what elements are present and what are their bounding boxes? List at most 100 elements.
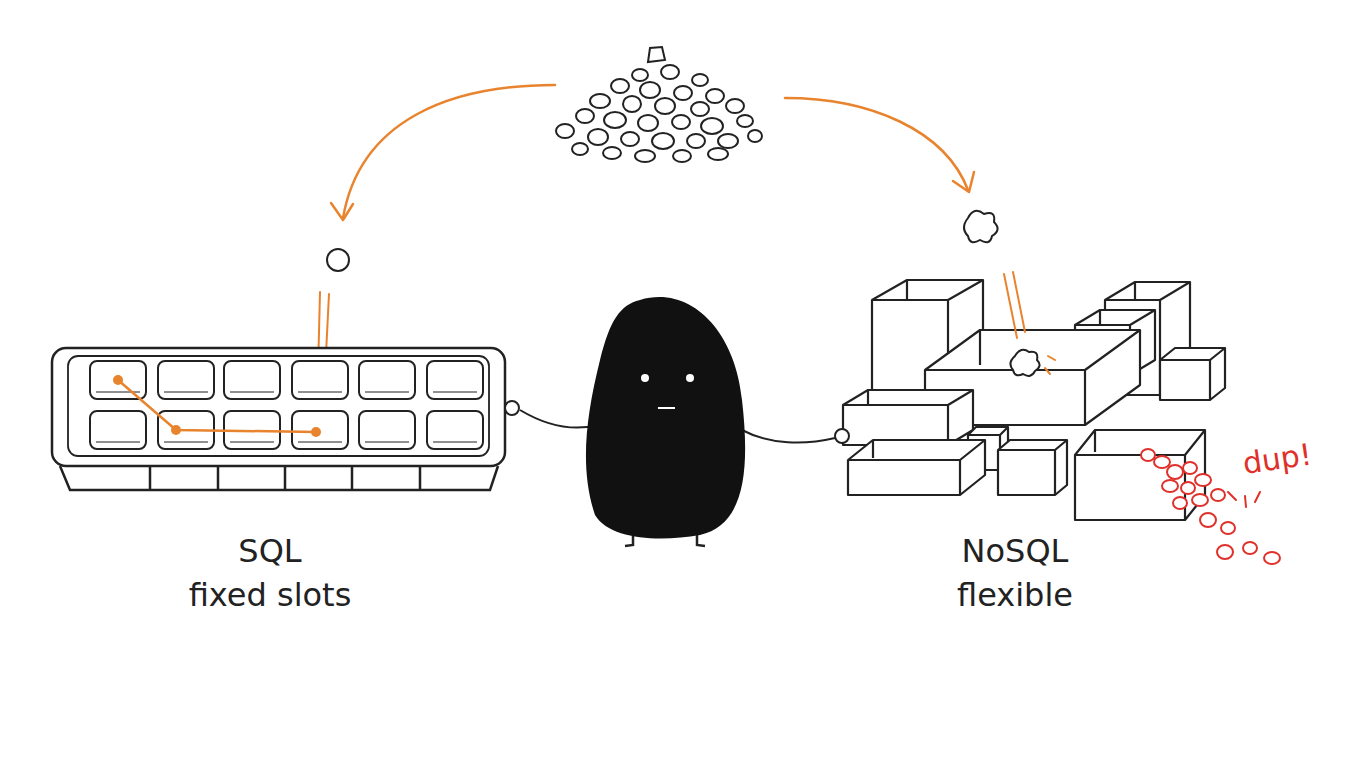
arrowhead — [953, 172, 974, 192]
dup-pebble — [1173, 497, 1187, 509]
pebble — [576, 109, 594, 123]
alert-ticks — [1228, 492, 1260, 507]
motion-line — [1013, 272, 1025, 332]
pebble — [572, 143, 588, 155]
dup-pebble — [1211, 489, 1225, 501]
blob-character — [520, 297, 835, 546]
alert-tick — [1245, 496, 1246, 507]
dup-pebble — [1195, 474, 1211, 486]
tray-slot — [90, 411, 146, 449]
tray-slot — [90, 361, 146, 399]
tray-slot — [359, 361, 415, 399]
pebble — [604, 112, 626, 128]
alert-tick — [1255, 492, 1260, 502]
pebble — [611, 79, 629, 93]
pebble — [674, 86, 692, 100]
pebble — [718, 134, 738, 148]
tray-slot — [224, 361, 280, 399]
pebble — [655, 98, 675, 114]
pebble — [621, 132, 639, 146]
tray-slots — [90, 361, 483, 449]
dup-pebble — [1162, 480, 1178, 492]
eye — [641, 374, 649, 382]
tray-slot — [292, 411, 348, 449]
caption-text: fixed slots — [189, 573, 352, 617]
arm — [520, 410, 598, 428]
dup-pebble — [1264, 552, 1280, 564]
dup-pebble — [1183, 462, 1197, 474]
alert-tick — [1228, 492, 1236, 500]
dup-pebble — [1217, 545, 1233, 559]
falling-pebble — [327, 249, 349, 271]
pebble — [748, 130, 762, 142]
open-box — [843, 390, 973, 445]
tray-outline — [52, 348, 505, 466]
falling-pebble — [964, 211, 998, 242]
curved-arrow — [343, 85, 555, 218]
slot-relations — [113, 375, 321, 437]
motion-tick — [1048, 356, 1055, 360]
pebble — [640, 82, 660, 98]
tray-slot — [359, 411, 415, 449]
open-box — [1075, 430, 1205, 520]
blob-body — [586, 297, 745, 538]
box-pile — [843, 280, 1225, 520]
pebble — [737, 115, 753, 127]
open-box — [1160, 348, 1225, 400]
relation-dot — [113, 375, 123, 385]
tray-rim — [68, 356, 489, 456]
hand — [505, 401, 519, 415]
ice-tray-group: SQLfixed slots — [50, 345, 490, 623]
pebble — [726, 99, 744, 113]
pebble — [648, 47, 665, 62]
tray-slot — [427, 361, 483, 399]
tray-slot — [158, 361, 214, 399]
dup-pebble — [1221, 522, 1235, 534]
relation-dot — [311, 427, 321, 437]
landed-pebble — [1010, 350, 1039, 376]
pebble — [623, 96, 641, 112]
dup-pebble — [1200, 513, 1216, 527]
hand — [835, 429, 849, 443]
tray-feet — [150, 466, 420, 490]
open-box — [998, 440, 1067, 495]
dup-pebble — [1154, 456, 1170, 468]
pebble — [708, 148, 728, 160]
caption-text: flexible — [957, 573, 1073, 617]
pebble — [556, 124, 574, 138]
pebble — [635, 150, 655, 162]
pebble — [706, 89, 724, 103]
pebble — [588, 129, 608, 145]
slot-depth-lines — [96, 392, 477, 442]
dup-pebble — [1167, 465, 1183, 479]
pebble — [687, 134, 705, 148]
pebble — [632, 69, 648, 81]
heading-text: NoSQL — [962, 529, 1069, 573]
pebble — [673, 150, 691, 162]
tray-slot — [292, 361, 348, 399]
pebble — [701, 118, 723, 134]
dup-pebble — [1192, 494, 1208, 506]
arm — [742, 430, 835, 443]
pebble — [691, 102, 709, 116]
pebble — [590, 94, 610, 108]
tray-base — [60, 466, 498, 490]
mouth — [658, 407, 675, 409]
pebble-pile — [556, 47, 762, 162]
ice-tray — [52, 348, 505, 490]
eye — [686, 374, 694, 382]
alert-note: dup! — [1240, 437, 1313, 482]
dup-pebble — [1181, 482, 1195, 494]
dup-pebble — [1141, 449, 1155, 461]
pebble — [661, 65, 679, 79]
dup-pebble — [1243, 542, 1257, 554]
relation-line — [118, 380, 316, 432]
open-box — [848, 440, 985, 495]
pebble — [692, 74, 708, 86]
pebble — [638, 115, 658, 131]
motion-tick — [1045, 368, 1050, 374]
pebble — [603, 147, 621, 159]
flow-arrows — [331, 85, 974, 220]
